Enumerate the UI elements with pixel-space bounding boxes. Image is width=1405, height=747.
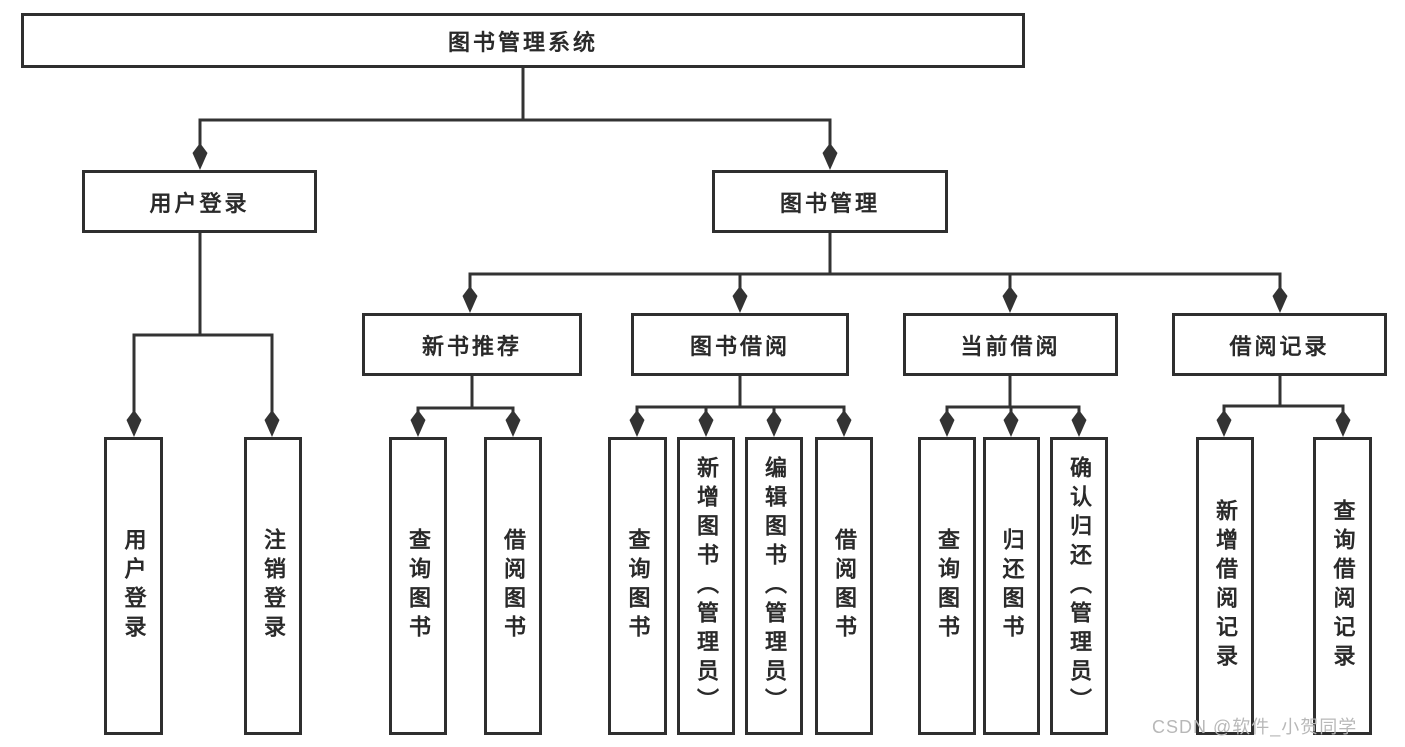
node-leaf-edit-book-admin: 编辑图书（管理员） — [745, 437, 803, 735]
node-leaf-add-book-admin: 新增图书（管理员） — [677, 437, 735, 735]
node-leaf-logout: 注销登录 — [244, 437, 302, 735]
node-leaf-query-book-current: 查询图书 — [918, 437, 976, 735]
node-leaf-borrow-book: 借阅图书 — [815, 437, 873, 735]
node-leaf-confirm-return-admin: 确认归还（管理员） — [1050, 437, 1108, 735]
node-leaf-query-book-borrow: 查询图书 — [608, 437, 667, 735]
node-book-management: 图书管理 — [712, 170, 948, 233]
node-root-system: 图书管理系统 — [21, 13, 1025, 68]
node-leaf-borrow-book-newbook: 借阅图书 — [484, 437, 542, 735]
node-leaf-user-login: 用户登录 — [104, 437, 163, 735]
node-leaf-query-book-newbook: 查询图书 — [389, 437, 447, 735]
node-leaf-query-borrow-record: 查询借阅记录 — [1313, 437, 1372, 735]
node-leaf-add-borrow-record: 新增借阅记录 — [1196, 437, 1254, 735]
node-new-book-recommend: 新书推荐 — [362, 313, 582, 376]
node-borrow-records: 借阅记录 — [1172, 313, 1387, 376]
node-user-login: 用户登录 — [82, 170, 317, 233]
node-leaf-return-book: 归还图书 — [983, 437, 1040, 735]
watermark: CSDN @软件_小贺同学 — [1152, 717, 1358, 737]
node-current-borrow: 当前借阅 — [903, 313, 1118, 376]
node-book-borrow: 图书借阅 — [631, 313, 849, 376]
